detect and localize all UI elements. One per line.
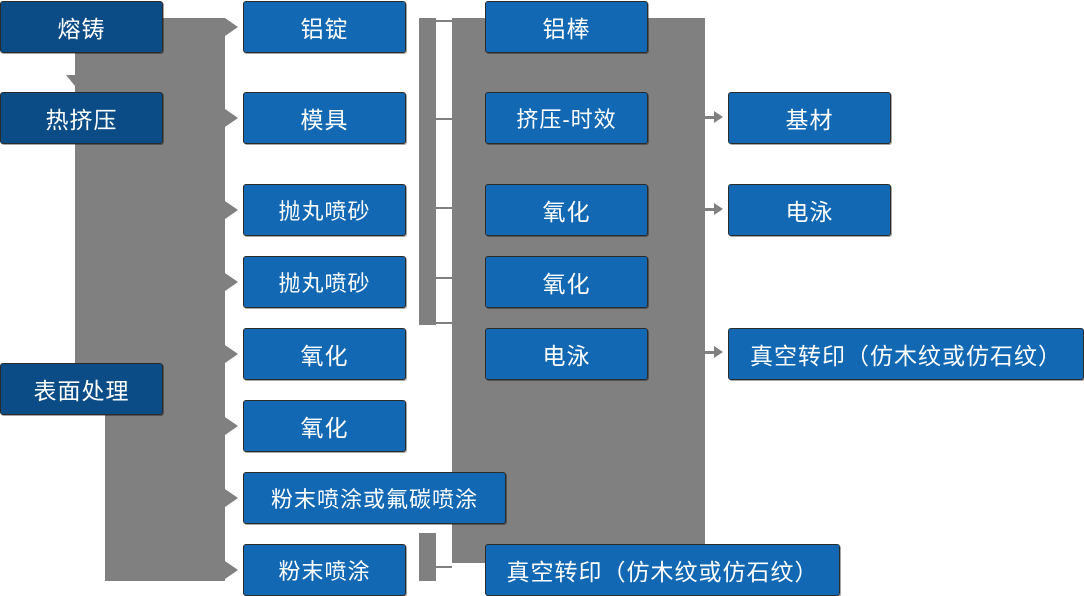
connector-arrow-c2-1 [225, 18, 238, 36]
process-label-c3-oxidation-1: 氧化 [542, 199, 591, 225]
process-label-shot-blast-1: 抛丸喷砂 [278, 199, 371, 224]
connector-tie-3 [436, 207, 452, 209]
output-label-vacuum-transfer: 真空转印（仿木纹或仿石纹） [750, 343, 1062, 369]
process-box-mold[interactable]: 模具 [243, 92, 406, 144]
output-box-electrophoresis[interactable]: 电泳 [728, 184, 891, 236]
connector-arrow-c2-5 [225, 345, 238, 363]
process-label-oxidation-1: 氧化 [300, 343, 349, 369]
process-box-oxidation-1[interactable]: 氧化 [243, 328, 406, 380]
process-label-aluminum-bar: 铝棒 [542, 16, 591, 42]
process-box-aluminum-ingot[interactable]: 铝锭 [243, 1, 406, 53]
process-box-powder-coating[interactable]: 粉末喷涂 [243, 544, 406, 596]
connector-arrow-c2-6 [225, 417, 238, 435]
connector-rail-c2-lower [419, 533, 436, 581]
stage-box-surface-treatment[interactable]: 表面处理 [0, 363, 163, 415]
process-box-c3-oxidation-2[interactable]: 氧化 [485, 256, 648, 308]
process-box-c3-oxidation-1[interactable]: 氧化 [485, 184, 648, 236]
process-label-shot-blast-2: 抛丸喷砂 [278, 271, 371, 296]
connector-tie-5 [436, 322, 452, 324]
process-box-extrude-aging[interactable]: 挤压-时效 [485, 92, 648, 144]
connector-rail-c2 [419, 18, 436, 325]
process-label-c3-vacuum-transfer: 真空转印（仿木纹或仿石纹） [506, 559, 819, 585]
process-box-c3-vacuum-transfer[interactable]: 真空转印（仿木纹或仿石纹） [485, 544, 840, 596]
connector-arrow-c4-3-line [703, 351, 716, 354]
connector-tie-2 [436, 118, 452, 120]
connector-tie-4 [436, 277, 452, 279]
connector-arrow-c4-1 [714, 111, 723, 123]
process-label-oxidation-2: 氧化 [300, 415, 349, 441]
connector-arrow-c2-8 [225, 561, 238, 579]
connector-arrow-c4-2-line [703, 208, 716, 211]
connector-arrow-c2-4 [225, 273, 238, 291]
process-label-powder-coating: 粉末喷涂 [278, 559, 371, 584]
process-label-extrude-aging: 挤压-时效 [516, 107, 617, 132]
process-box-powder-or-pvdf[interactable]: 粉末喷涂或氟碳喷涂 [243, 472, 506, 524]
output-label-electrophoresis: 电泳 [785, 199, 834, 225]
connector-tie-1 [436, 20, 452, 22]
process-box-aluminum-bar[interactable]: 铝棒 [485, 1, 648, 53]
connector-tie-6 [436, 566, 452, 568]
process-label-mold: 模具 [300, 107, 349, 133]
process-box-shot-blast-2[interactable]: 抛丸喷砂 [243, 256, 406, 308]
output-box-vacuum-transfer[interactable]: 真空转印（仿木纹或仿石纹） [728, 328, 1084, 380]
process-box-shot-blast-1[interactable]: 抛丸喷砂 [243, 184, 406, 236]
output-label-base-material: 基材 [785, 107, 834, 133]
connector-arrow-down-stage [66, 75, 84, 86]
process-box-c3-electrophoresis[interactable]: 电泳 [485, 328, 648, 380]
stage-label-surface-treatment: 表面处理 [33, 378, 130, 404]
output-box-base-material[interactable]: 基材 [728, 92, 891, 144]
connector-stub-surface [163, 387, 209, 390]
process-label-c3-electrophoresis: 电泳 [542, 343, 591, 369]
stage-box-hot-extrude[interactable]: 热挤压 [0, 92, 163, 144]
stage-box-melt-cast[interactable]: 熔铸 [0, 1, 163, 53]
connector-arrow-c4-2 [714, 203, 723, 215]
process-label-powder-or-pvdf: 粉末喷涂或氟碳喷涂 [270, 487, 478, 512]
connector-arrow-c2-2 [225, 109, 238, 127]
process-label-aluminum-ingot: 铝锭 [300, 16, 349, 42]
connector-arrow-c4-1-line [703, 116, 716, 119]
connector-arrow-c2-7 [225, 489, 238, 507]
process-label-c3-oxidation-2: 氧化 [542, 271, 591, 297]
process-box-oxidation-2[interactable]: 氧化 [243, 400, 406, 452]
stage-label-melt-cast: 熔铸 [57, 16, 106, 42]
connector-arrow-c4-3 [714, 346, 723, 358]
connector-trunk-upper [75, 18, 225, 366]
connector-arrow-c2-3 [225, 201, 238, 219]
stage-label-hot-extrude: 热挤压 [45, 107, 118, 133]
